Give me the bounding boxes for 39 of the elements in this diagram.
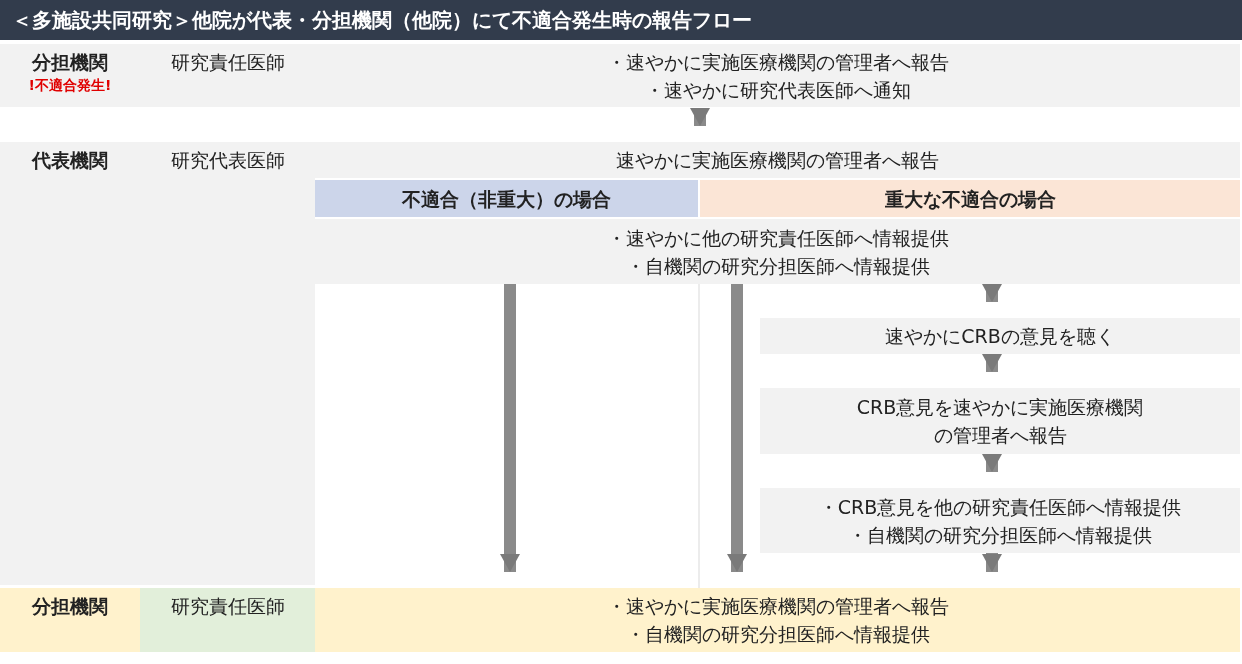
role-text: 研究責任医師 bbox=[170, 50, 285, 75]
step-box bbox=[760, 318, 1240, 354]
step-text: ・自機関の研究分担医師へ情報提供 bbox=[625, 253, 930, 279]
case-title: 重大な不適合の場合 bbox=[884, 186, 1056, 212]
arrow bbox=[982, 454, 1002, 472]
alert-text: !不適合発生! bbox=[28, 76, 112, 94]
arrow bbox=[727, 284, 747, 572]
arrow bbox=[982, 284, 1002, 302]
step-text: CRB意見を速やかに実施医療機関の管理者へ報告 bbox=[855, 395, 1145, 448]
step-text: ・自機関の研究分担医師へ情報提供 bbox=[848, 522, 1152, 548]
arrow bbox=[982, 553, 1002, 572]
arrow bbox=[690, 108, 710, 126]
step-text: ・速やかに実施医療機関の管理者へ報告 bbox=[606, 49, 949, 75]
step-text: ・自機関の研究分担医師へ情報提供 bbox=[625, 622, 930, 647]
lane-title: 分担機関 bbox=[32, 594, 108, 619]
arrow bbox=[982, 354, 1002, 372]
role-text: 研究責任医師 bbox=[170, 594, 285, 619]
title-bar: ＜多施設共同研究＞他院が代表・分担機関（他院）にて不適合発生時の報告フロー bbox=[0, 0, 1242, 40]
lane-title: 代表機関 bbox=[32, 148, 108, 173]
step-box bbox=[315, 44, 1240, 107]
step-text: ・速やかに他の研究責任医師へ情報提供 bbox=[606, 225, 949, 251]
case-header bbox=[700, 180, 1240, 217]
step-box bbox=[315, 588, 1240, 652]
step-text: ・CRB意見を他の研究責任医師へ情報提供 bbox=[818, 494, 1182, 520]
case-title: 不適合（非重大）の場合 bbox=[402, 186, 611, 212]
role-cell bbox=[140, 142, 315, 585]
step-text: 速やかにCRBの意見を聴く bbox=[885, 324, 1115, 349]
step-box bbox=[760, 488, 1240, 553]
role-text: 研究代表医師 bbox=[170, 148, 285, 173]
step-text: ・速やかに研究代表医師へ通知 bbox=[644, 77, 911, 103]
step-box bbox=[315, 219, 1240, 284]
step-box bbox=[760, 388, 1240, 454]
lane-header-cell bbox=[0, 588, 140, 652]
lane-title: 分担機関 bbox=[32, 50, 108, 75]
step-text: ・速やかに実施医療機関の管理者へ報告 bbox=[606, 594, 949, 619]
arrow bbox=[500, 284, 520, 572]
case-header bbox=[315, 180, 698, 217]
role-cell bbox=[140, 588, 315, 652]
step-text: 速やかに実施医療機関の管理者へ報告 bbox=[616, 148, 939, 173]
